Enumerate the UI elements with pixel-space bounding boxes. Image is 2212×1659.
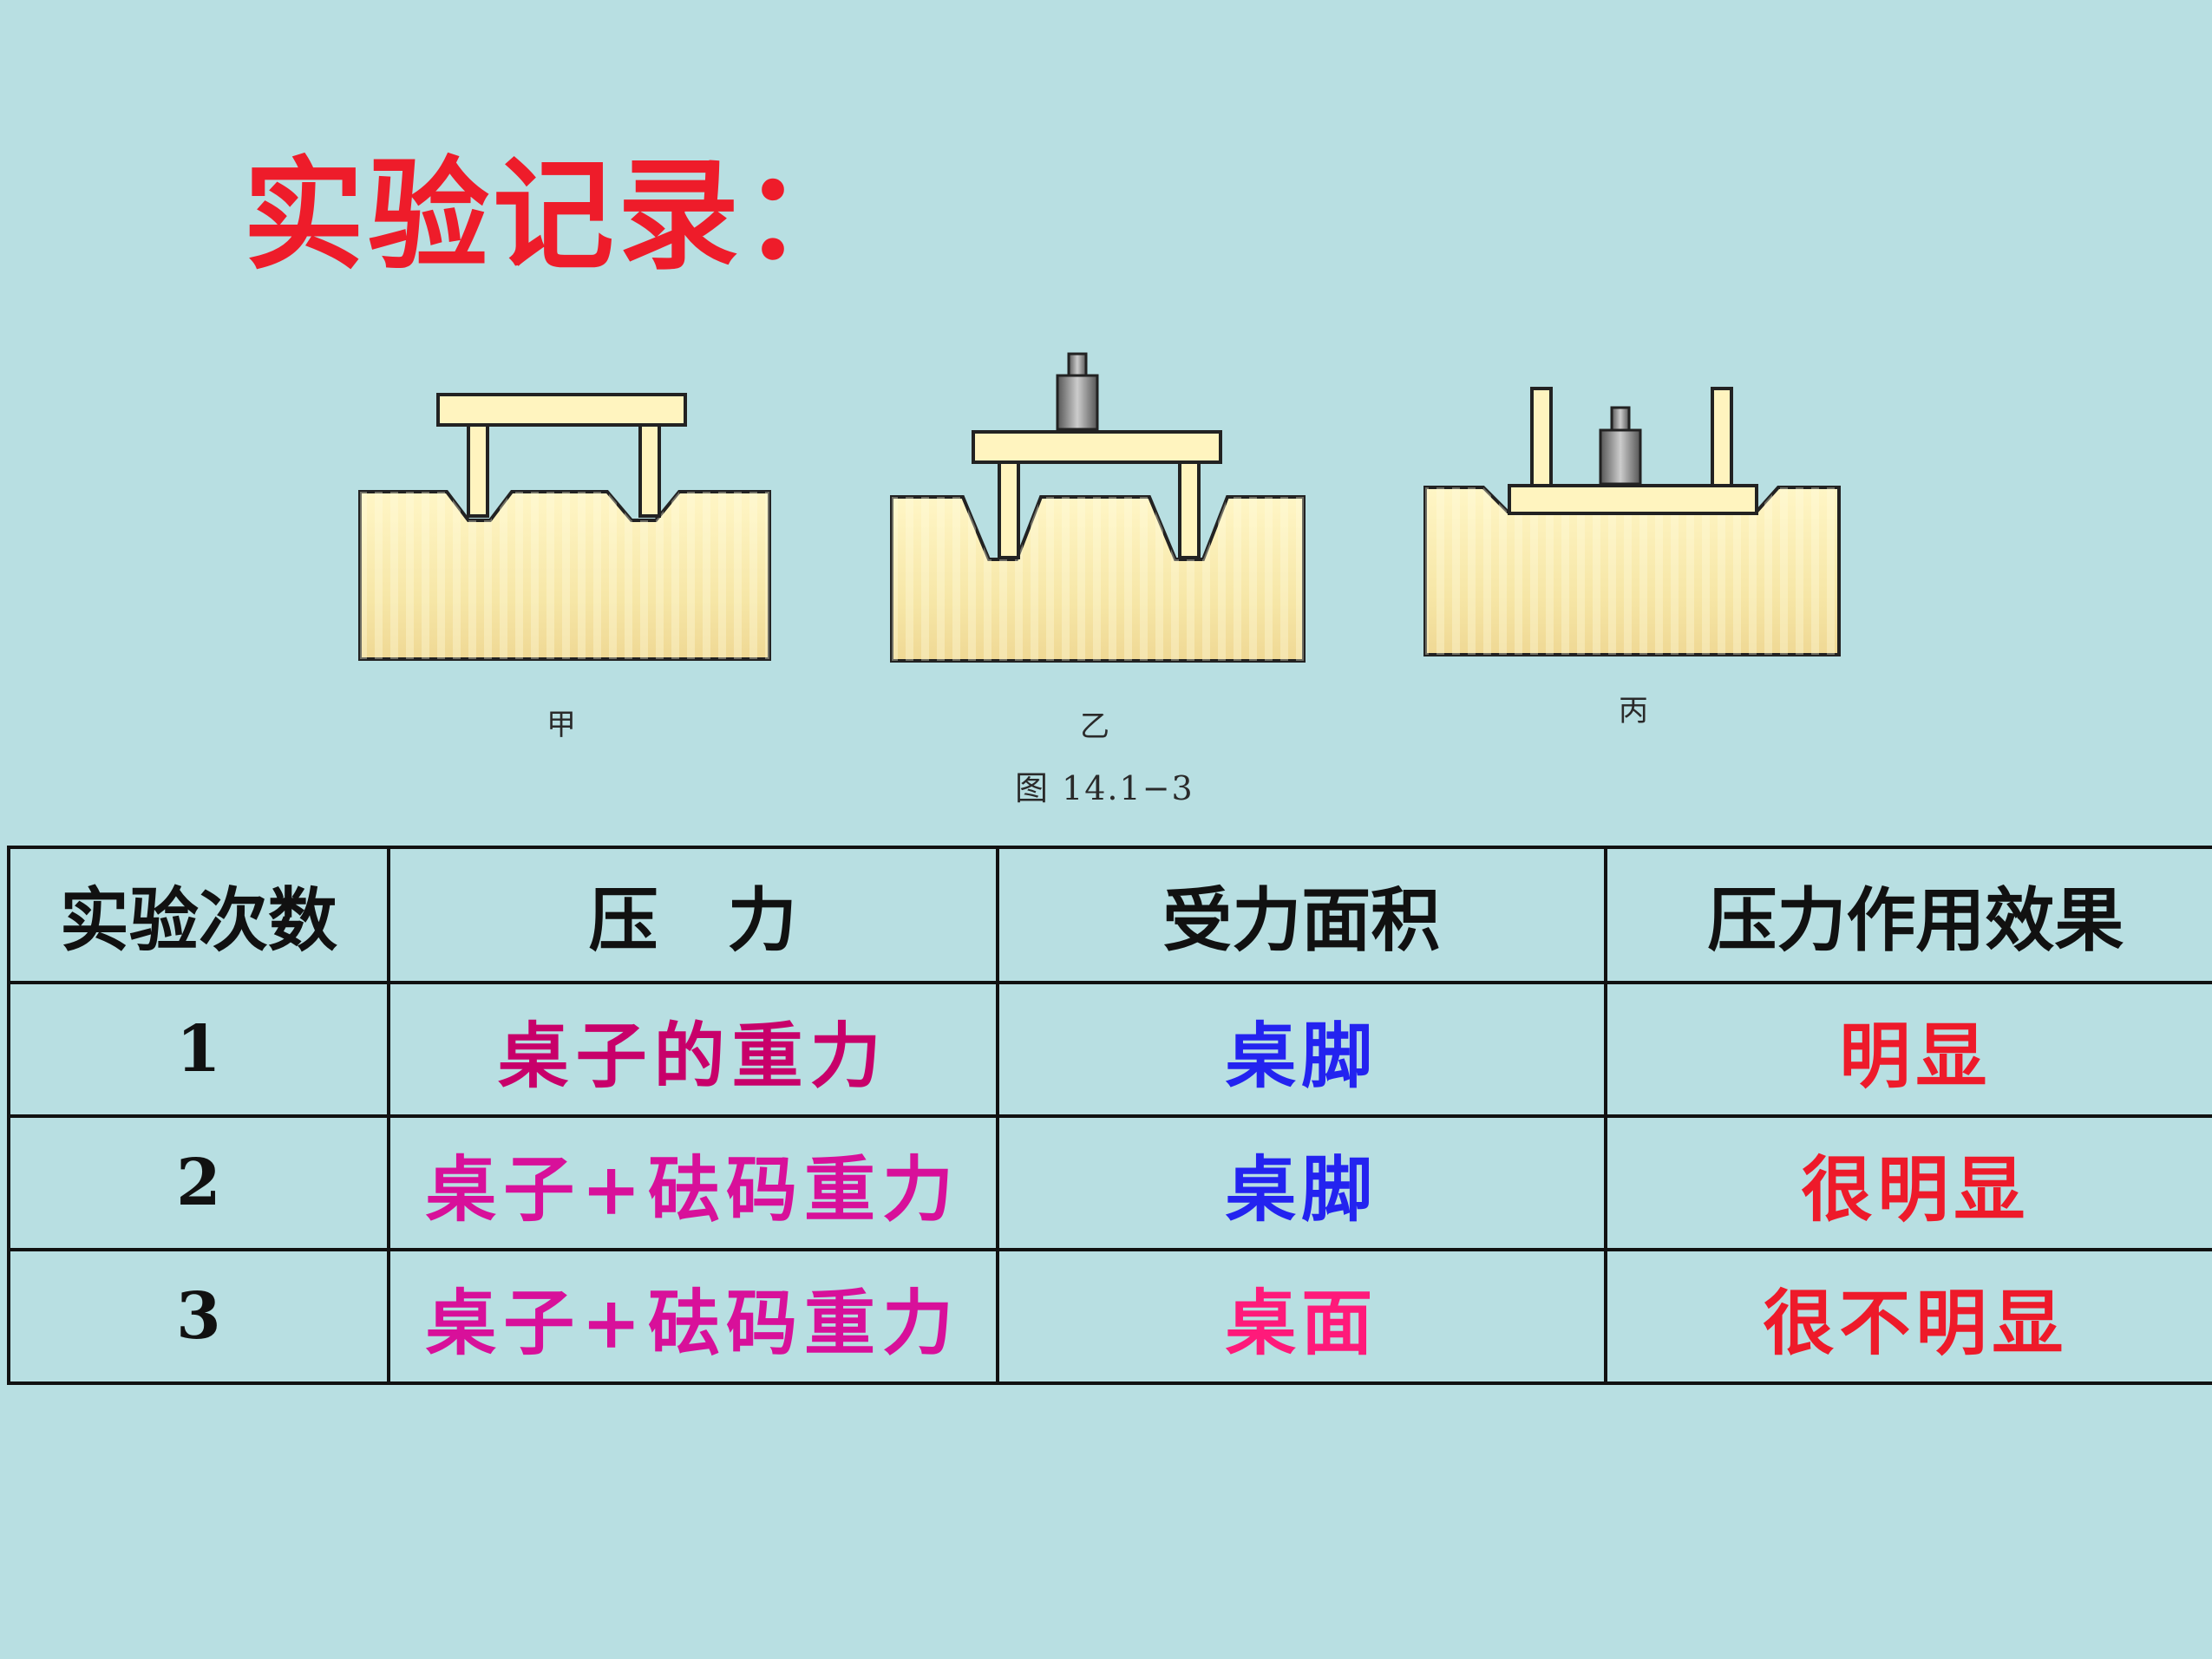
table-jia — [436, 393, 687, 518]
figure-label-bing: 丙 — [1619, 694, 1648, 728]
weight-bing — [1599, 406, 1642, 486]
area-cell: 桌脚 — [995, 1114, 1607, 1251]
sponge-yi — [890, 495, 1306, 663]
area-cell: 桌脚 — [995, 981, 1607, 1118]
effect-cell: 明显 — [1603, 981, 2212, 1118]
page-title: 实验记录： — [243, 146, 868, 287]
weight-yi — [1056, 352, 1099, 431]
area-cell: 桌面 — [995, 1248, 1607, 1385]
pressure-cell: 桌子+砝码重力 — [386, 1114, 999, 1251]
table-yi — [972, 430, 1222, 559]
pressure-cell: 桌子+砝码重力 — [386, 1248, 999, 1385]
experiment-record-table: 实验次数 压 力 受力面积 压力作用效果 1 桌子的重力 桌脚 明显 2 桌子+… — [7, 846, 2212, 1385]
effect-cell: 很明显 — [1603, 1114, 2212, 1251]
header-contact-area: 受力面积 — [995, 846, 1607, 984]
figure-label-yi: 乙 — [1080, 709, 1109, 744]
pressure-cell: 桌子的重力 — [386, 981, 999, 1118]
sponge-bing — [1423, 486, 1841, 656]
header-pressure-effect: 压力作用效果 — [1603, 846, 2212, 984]
effect-cell: 很不明显 — [1603, 1248, 2212, 1385]
table-row: 2 桌子+砝码重力 桌脚 很明显 — [7, 1114, 2212, 1251]
experiment-figure — [358, 352, 1841, 663]
trial-number: 1 — [7, 981, 390, 1118]
trial-number: 3 — [7, 1248, 390, 1385]
figure-caption: 图 14.1−3 — [1015, 769, 1194, 807]
trial-number: 2 — [7, 1114, 390, 1251]
sponge-jia — [358, 490, 771, 661]
header-pressure: 压 力 — [386, 846, 999, 984]
table-row: 1 桌子的重力 桌脚 明显 — [7, 981, 2212, 1118]
table-row: 3 桌子+砝码重力 桌面 很不明显 — [7, 1248, 2212, 1385]
table-bing — [1508, 387, 1758, 515]
header-trial-count: 实验次数 — [7, 846, 390, 984]
figure-label-jia: 甲 — [546, 708, 576, 742]
table-header-row: 实验次数 压 力 受力面积 压力作用效果 — [7, 846, 2212, 984]
